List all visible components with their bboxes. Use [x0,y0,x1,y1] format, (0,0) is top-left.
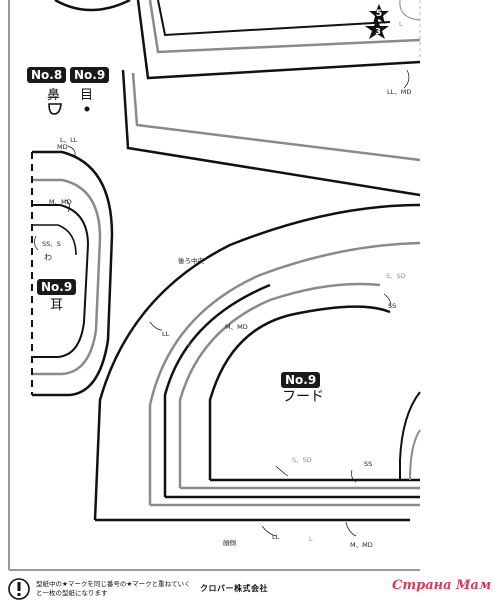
size-label: LL [162,330,170,338]
nose-piece-name: 鼻 [47,88,61,103]
site-watermark: Страна Мам [392,578,492,593]
eye-piece-tag: No.9 [70,67,110,83]
top-band-lower-outer [121,69,421,197]
hood-piece-name: フード [282,389,324,405]
star-mark-number: 3 [375,27,381,36]
page-star-icon [369,4,389,24]
eye-dot-icon [84,106,90,112]
size-label: LL [272,533,280,541]
top-band-outer [136,0,421,80]
back-center-label: 後ろ中央 [178,257,204,265]
hood-front-curve-grey [409,429,421,481]
ear-piece-tag: No.9 [37,279,77,295]
size-label: SS [364,460,373,468]
size-label: LL、MD [387,88,412,96]
size-label: L [188,341,192,349]
hood-outer-outline [93,203,421,521]
hood-grey-inner [178,282,381,488]
size-label: M、MD [49,198,72,206]
page-footer: 型紙中の★マークを同じ番号の★マークと重ねていくと一枚の型紙になります クロバー… [0,574,500,604]
size-label: L、LL [60,136,78,144]
ear-grey-outline [32,178,102,376]
top-band-grey [148,0,421,54]
pointer-line [383,293,391,307]
size-label: SS、S [42,240,61,248]
top-band-curve [399,0,421,21]
face-side-label: 顔側 [223,539,236,547]
size-label: SS [388,302,397,310]
pointer-line [149,321,163,331]
ear-innermost-outline [32,224,77,256]
size-label: M、MD [350,541,373,549]
fold-mark-label: わ [44,253,52,262]
pointer-line [261,525,277,537]
star-mark-icon [365,18,389,39]
pointer-line [351,469,357,483]
ear-inner-outline [32,204,90,358]
top-band-lower-grey [131,72,421,162]
top-band-inner [157,0,391,37]
nose-piece-tag: No.8 [27,67,67,83]
nose-shape-icon [48,103,62,115]
hood-piece-tag: No.9 [281,372,321,388]
page-number: 5 [375,9,383,19]
pointer-line [67,145,76,159]
footer-note: 型紙中の★マークを同じ番号の★マークと重ねていくと一枚の型紙になります [36,580,191,597]
size-label: S、SD [292,456,312,464]
footer-brand: クロバー株式会社 [200,584,268,593]
hood-inner-outline [208,305,391,480]
pointer-line [275,465,289,477]
round-piece-outline [54,0,131,12]
hood-grey-outer [148,241,421,505]
pointer-line [403,69,410,89]
size-label: MD [57,143,68,151]
pointer-line [65,199,70,213]
hood-front-curve [399,391,421,480]
size-label: M、MD [225,323,248,331]
pointer-line [34,235,39,251]
exclamation-icon [8,578,30,600]
ear-outer-outline [32,150,114,397]
size-label: L [309,535,313,543]
eye-piece-name: 目 [80,88,94,103]
size-label: L [399,20,403,28]
pointer-line [345,521,357,537]
hood-mid-outline [163,283,271,497]
size-label: S、SD [386,272,406,280]
ear-piece-name: 耳 [50,298,64,313]
